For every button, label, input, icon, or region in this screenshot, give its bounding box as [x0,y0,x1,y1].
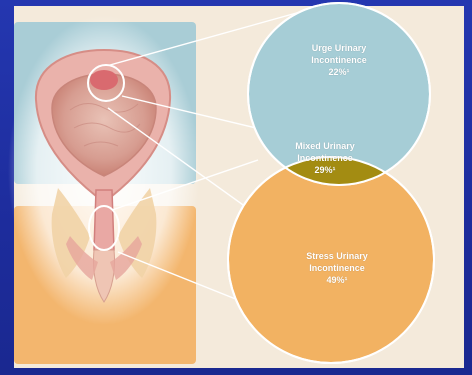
urge-title: Urge Urinary [284,42,394,54]
mixed-subtitle: Incontinence [270,152,380,164]
stress-percent: 49%¹ [282,274,392,286]
urge-subtitle: Incontinence [284,54,394,66]
mixed-percent: 29%¹ [270,164,380,176]
mixed-title: Mixed Urinary [270,140,380,152]
urethra [94,190,114,250]
stress-title: Stress Urinary [282,250,392,262]
urge-percent: 22%¹ [284,66,394,78]
mixed-label: Mixed Urinary Incontinence 29%¹ [270,140,380,176]
stress-label: Stress Urinary Incontinence 49%¹ [282,250,392,286]
stress-subtitle: Incontinence [282,262,392,274]
bladder-dome [90,70,118,90]
urge-label: Urge Urinary Incontinence 22%¹ [284,42,394,78]
